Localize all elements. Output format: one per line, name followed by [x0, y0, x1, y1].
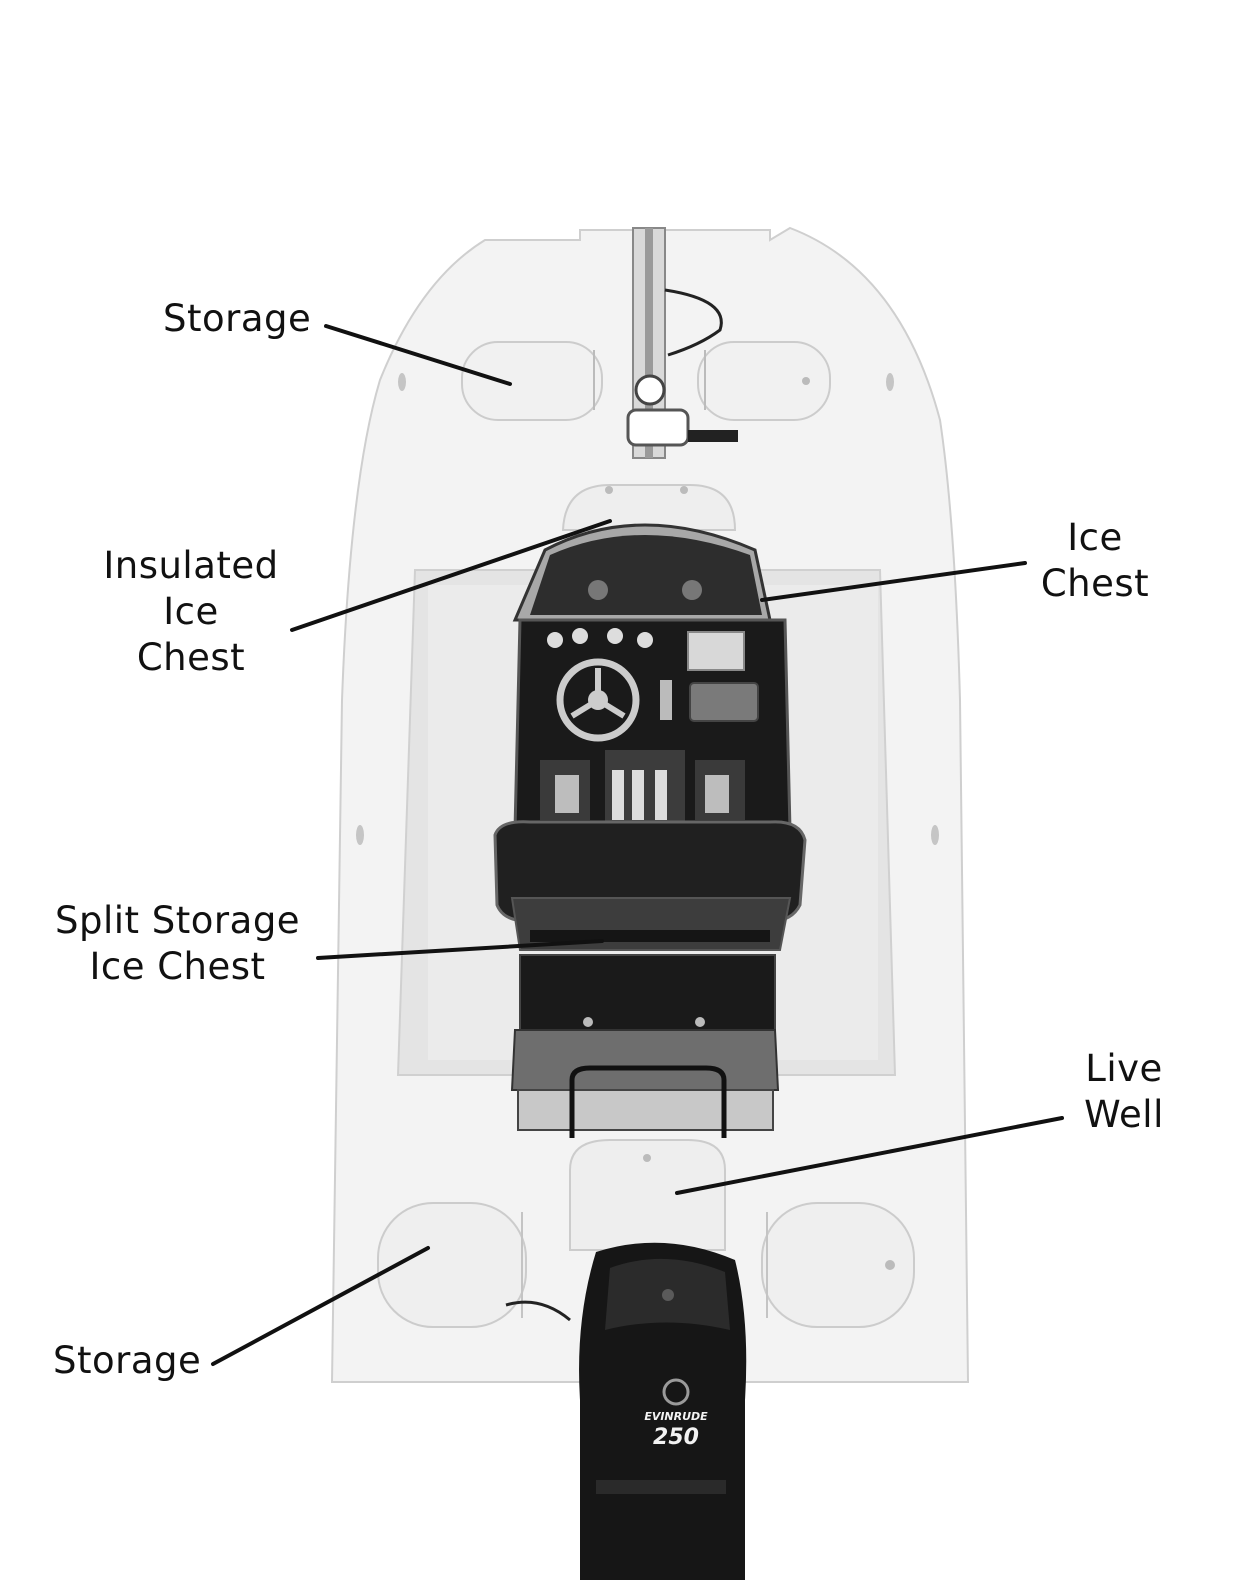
leader-line-storage-bottom — [211, 1246, 430, 1366]
label-line: Live — [1085, 1047, 1163, 1090]
leader-line-ice-chest — [760, 561, 1027, 602]
label-line: Ice — [163, 590, 219, 633]
label-ice-chest: Ice Chest — [1040, 515, 1150, 607]
label-line: Storage — [163, 297, 312, 340]
bow-storage-hatch-left — [461, 341, 603, 421]
leader-line-storage-top — [324, 324, 512, 386]
label-storage-top: Storage — [163, 296, 311, 342]
label-insulated-ice-chest: Insulated Ice Chest — [100, 543, 282, 681]
label-line: Chest — [136, 636, 246, 679]
stern-storage-hatch-right — [761, 1202, 915, 1328]
leader-line-split-storage — [316, 939, 604, 960]
trolling-motor — [626, 227, 738, 459]
label-line: Well — [1084, 1093, 1164, 1136]
motor-horsepower: 250 — [653, 1425, 699, 1450]
label-line: Insulated — [103, 544, 279, 587]
label-live-well: Live Well — [1078, 1046, 1170, 1138]
leader-line-insulated-ice-chest — [290, 519, 612, 632]
bow-storage-hatch-right — [697, 341, 831, 421]
label-line: Chest — [1040, 562, 1150, 605]
label-line: Split Storage — [55, 899, 301, 942]
label-storage-bottom: Storage — [53, 1338, 201, 1384]
center-console — [512, 523, 792, 832]
outboard-motor: EVINRUDE 250 — [505, 1242, 747, 1580]
label-line: Storage — [53, 1339, 202, 1382]
leader-lines — [211, 324, 1064, 1366]
label-line: Ice — [1067, 516, 1123, 559]
motor-brand: EVINRUDE — [644, 1410, 708, 1423]
stern-storage-hatch-left — [377, 1202, 527, 1328]
insulated-ice-chest-hatch — [561, 484, 737, 531]
leader-line-live-well — [675, 1116, 1064, 1195]
helm-seat — [493, 820, 807, 1138]
label-split-storage-ice-chest: Split Storage Ice Chest — [55, 898, 300, 990]
label-line: Ice Chest — [89, 945, 266, 988]
live-well-hatch — [569, 1139, 726, 1251]
